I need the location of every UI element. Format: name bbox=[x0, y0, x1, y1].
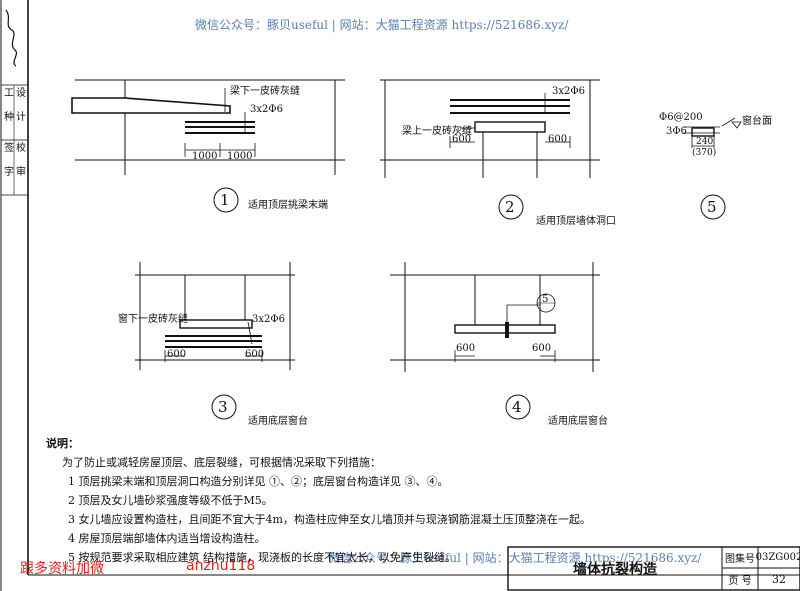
detail-2-lines bbox=[380, 79, 600, 220]
detail-1-joint-label: 梁下一皮砖灰缝 bbox=[230, 86, 300, 97]
notes-item: 3 女儿墙应设置构造柱，且间距不宜大于4m，构造柱应伸至女儿墙顶并与现浇钢筋混凝… bbox=[68, 513, 591, 526]
notes-heading: 说明： bbox=[46, 437, 79, 450]
detail-1-rebar-label: 3x2Φ6 bbox=[250, 104, 283, 115]
detail-4-number: 4 bbox=[512, 398, 522, 416]
detail-4-caption: 适用底层窗台 bbox=[548, 416, 608, 427]
margin-label: 工 bbox=[4, 88, 14, 99]
detail-2-rebar-label: 3x2Φ6 bbox=[552, 86, 585, 97]
detail-5-lines bbox=[683, 117, 742, 220]
notes-item: 2 顶层及女儿墙砂浆强度等级不低于M5。 bbox=[68, 494, 273, 507]
drawing-title: 墙体抗裂构造 bbox=[573, 561, 657, 578]
detail-5-top-label: Φ6@200 bbox=[659, 112, 703, 123]
page-label: 页 号 bbox=[728, 575, 752, 587]
margin-label: 种 bbox=[4, 112, 14, 123]
margin-label: 设 bbox=[16, 88, 26, 99]
margin-label: 字 bbox=[4, 167, 14, 178]
detail-1-dim-b: 1000 bbox=[227, 151, 253, 162]
detail-4-lines bbox=[390, 262, 600, 420]
detail-1-caption: 适用顶层挑梁末端 bbox=[248, 200, 328, 211]
detail-3-number: 3 bbox=[218, 398, 228, 416]
margin-label: 校 bbox=[16, 143, 26, 154]
detail-5-bottom-label: 3Φ6 bbox=[666, 126, 687, 137]
detail-4-dim-b: 600 bbox=[532, 343, 552, 354]
detail-5-right-label: 窗台面 bbox=[742, 116, 772, 127]
detail-2-number: 2 bbox=[505, 198, 515, 216]
watermark-bottom: 微信公众号：豚贝useful | 网站：大猫工程资源 https://52168… bbox=[328, 551, 702, 565]
detail-5-dim-b: (370) bbox=[692, 148, 717, 158]
detail-4-dim-a: 600 bbox=[456, 343, 476, 354]
notes-intro: 为了防止或减轻房屋顶层、底层裂缝，可根据情况采取下列措施： bbox=[62, 456, 381, 469]
detail-3-joint-label: 窗下一皮砖灰缝 bbox=[118, 314, 188, 325]
page-value: 32 bbox=[772, 572, 786, 586]
notes-item: 5 按规范要求采取相应建筑 结构措施，现浇板的长度不宜太长，以免产生裂缝。 bbox=[68, 551, 456, 564]
detail-2-dim-b: 600 bbox=[548, 134, 568, 145]
detail-4-ref: 5 bbox=[542, 294, 549, 305]
detail-2-caption: 适用顶层墙体洞口 bbox=[536, 216, 616, 227]
notes-item: 1 顶层挑梁末端和顶层洞口构造分别详见 ①、②；底层窗台构造详见 ③、④。 bbox=[68, 475, 449, 488]
detail-2-dim-a: 600 bbox=[452, 134, 472, 145]
detail-3-caption: 适用底层窗台 bbox=[248, 416, 308, 427]
detail-5-dim-a: 240 bbox=[696, 137, 714, 147]
detail-2-joint-label: 梁上一皮砖灰缝 bbox=[402, 126, 472, 137]
atlas-value: 03ZG002 bbox=[755, 552, 800, 563]
margin-label: 计 bbox=[16, 112, 26, 123]
detail-3-dim-a: 600 bbox=[167, 349, 187, 360]
atlas-label: 图集号 bbox=[725, 554, 755, 565]
watermark-top: 微信公众号：豚贝useful | 网站：大猫工程资源 https://52168… bbox=[195, 18, 569, 32]
detail-3-lines bbox=[135, 262, 295, 420]
margin-label: 审 bbox=[16, 167, 26, 178]
watermark-red-left: 跟多资料加微 bbox=[20, 561, 104, 577]
watermark-red-right: anzhu118 bbox=[186, 558, 256, 574]
detail-1-lines bbox=[71, 79, 345, 213]
detail-5-number: 5 bbox=[707, 198, 717, 216]
detail-3-dim-b: 600 bbox=[245, 349, 265, 360]
detail-1-dim-a: 1000 bbox=[192, 151, 218, 162]
detail-3-rebar-label: 3x2Φ6 bbox=[252, 314, 285, 325]
detail-1-number: 1 bbox=[220, 191, 230, 209]
margin-label: 签 bbox=[4, 143, 14, 154]
notes-item: 4 房屋顶层端部墙体内适当增设构造柱。 bbox=[68, 532, 266, 545]
